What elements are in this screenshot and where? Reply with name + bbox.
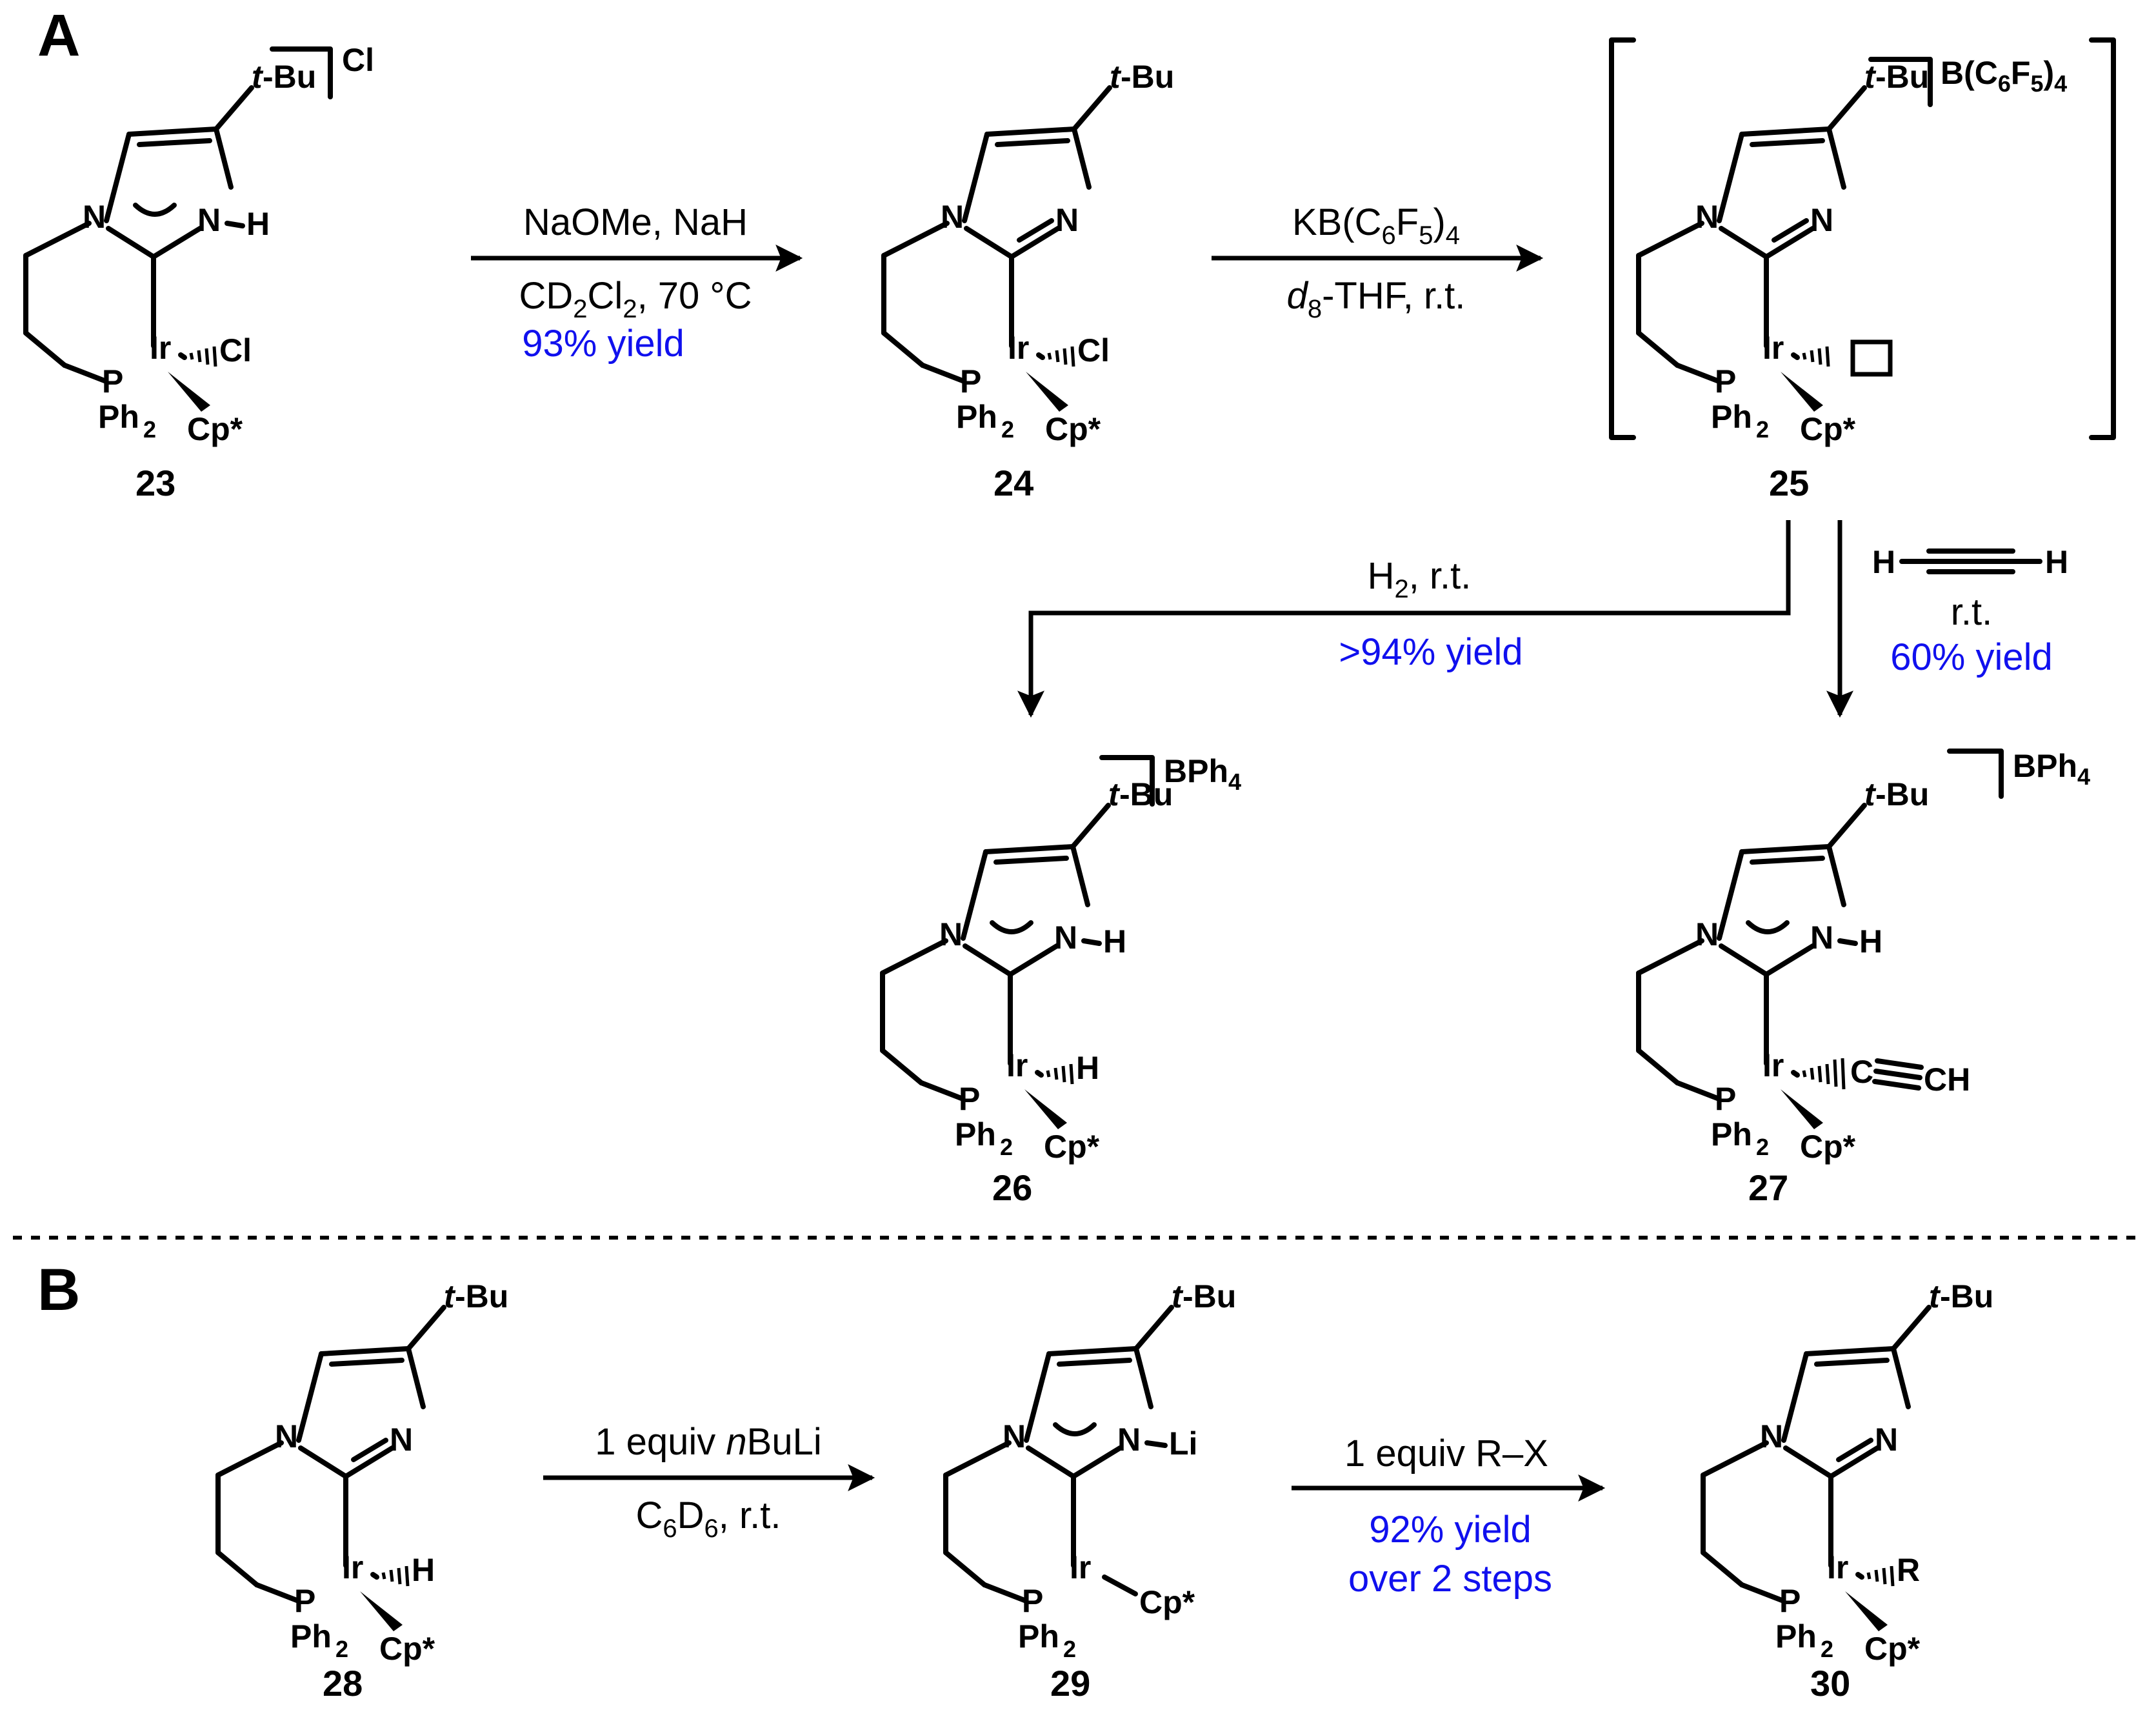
conditions-3-reagent: H2, r.t. bbox=[1368, 555, 1472, 603]
yield-6-line2: over 2 steps bbox=[1348, 1558, 1552, 1600]
atom-cp: Cp* bbox=[1139, 1584, 1195, 1620]
counterion-bracket bbox=[1947, 749, 2004, 799]
reaction-arrow-3 bbox=[1017, 520, 1791, 718]
atom-h: H bbox=[1859, 923, 1882, 960]
atom-ir-h: H bbox=[412, 1552, 435, 1588]
panel-label-a: A bbox=[37, 3, 80, 68]
compound-number-25: 25 bbox=[1769, 463, 1809, 503]
counterion-cl: Cl bbox=[342, 42, 374, 78]
atom-li: Li bbox=[1169, 1425, 1197, 1462]
svg-text:H: H bbox=[2045, 544, 2068, 580]
structure-28: H bbox=[218, 1278, 508, 1667]
compound-number-28: 28 bbox=[323, 1663, 363, 1704]
compound-number-23: 23 bbox=[135, 463, 175, 503]
bracket-right bbox=[2089, 37, 2116, 440]
atom-p: P bbox=[1022, 1583, 1043, 1619]
atom-tbu-t: t bbox=[1172, 1278, 1184, 1314]
conditions-1-solvent: CD2Cl2, 70 °C bbox=[519, 275, 752, 323]
structure-26: H H BPh4 bbox=[883, 753, 1241, 1165]
conditions-5-solvent: C6D6, r.t. bbox=[636, 1494, 781, 1543]
bracket-left bbox=[1609, 37, 1636, 440]
vacant-site-box bbox=[1850, 339, 1893, 377]
conditions-6-reagent: 1 equiv R–X bbox=[1344, 1433, 1548, 1474]
atom-ph-subscript: 2 bbox=[1063, 1636, 1076, 1662]
compound-number-26: 26 bbox=[992, 1167, 1032, 1208]
structure-25: B(C6F5)4 bbox=[1639, 55, 2067, 447]
atom-c: C bbox=[1850, 1054, 1873, 1090]
compound-number-27: 27 bbox=[1748, 1167, 1788, 1208]
compound-number-30: 30 bbox=[1810, 1663, 1850, 1704]
conditions-2-solvent: d8-THF, r.t. bbox=[1287, 275, 1466, 323]
conditions-2-reagent: KB(C6F5)4 bbox=[1292, 201, 1460, 250]
conditions-4-temp: r.t. bbox=[1951, 591, 1992, 633]
structure-23: H Cl Cl bbox=[26, 42, 374, 447]
counterion-bph4: BPh4 bbox=[1164, 753, 1241, 795]
atom-cl: Cl bbox=[1077, 332, 1110, 368]
atom-ch: CH bbox=[1924, 1061, 1970, 1098]
panel-label-b: B bbox=[37, 1257, 80, 1323]
acetylene-reagent: H H bbox=[1872, 544, 2068, 580]
structure-30: R bbox=[1703, 1278, 1993, 1667]
compound-number-29: 29 bbox=[1050, 1663, 1090, 1704]
counterion-bracket bbox=[1099, 755, 1155, 807]
counterion-bracket bbox=[1868, 57, 1933, 107]
atom-ir: Ir bbox=[1070, 1549, 1091, 1585]
svg-text:H: H bbox=[1872, 544, 1895, 580]
atom-r: R bbox=[1897, 1552, 1920, 1588]
yield-1: 93% yield bbox=[522, 323, 684, 365]
counterion-bc6f5: B(C6F5)4 bbox=[1941, 55, 2067, 97]
atom-n1: N bbox=[1003, 1418, 1026, 1454]
atom-cl: Cl bbox=[219, 332, 252, 368]
structure-27: H C CH BPh4 bbox=[1639, 748, 2090, 1165]
atom-h: H bbox=[1103, 923, 1126, 960]
atom-ph: Ph bbox=[1018, 1618, 1059, 1655]
structure-24: Cl bbox=[884, 59, 1174, 447]
atom-h: H bbox=[246, 206, 270, 242]
compound-number-24: 24 bbox=[993, 463, 1033, 503]
counterion-bracket bbox=[270, 46, 333, 99]
yield-6-line1: 92% yield bbox=[1369, 1509, 1531, 1551]
counterion-bph4: BPh4 bbox=[2013, 748, 2090, 790]
yield-4: 60% yield bbox=[1890, 636, 2052, 678]
atom-tbu-rest: -Bu bbox=[1183, 1278, 1236, 1314]
atom-ir-h: H bbox=[1076, 1050, 1099, 1086]
yield-3: >94% yield bbox=[1339, 631, 1522, 673]
conditions-1-reagents: NaOMe, NaH bbox=[523, 201, 748, 243]
structure-29: Li N Ir P Ph 2 Cp* t -Bu bbox=[943, 1278, 1236, 1662]
conditions-5-reagent: 1 equiv nBuLi bbox=[595, 1421, 822, 1463]
